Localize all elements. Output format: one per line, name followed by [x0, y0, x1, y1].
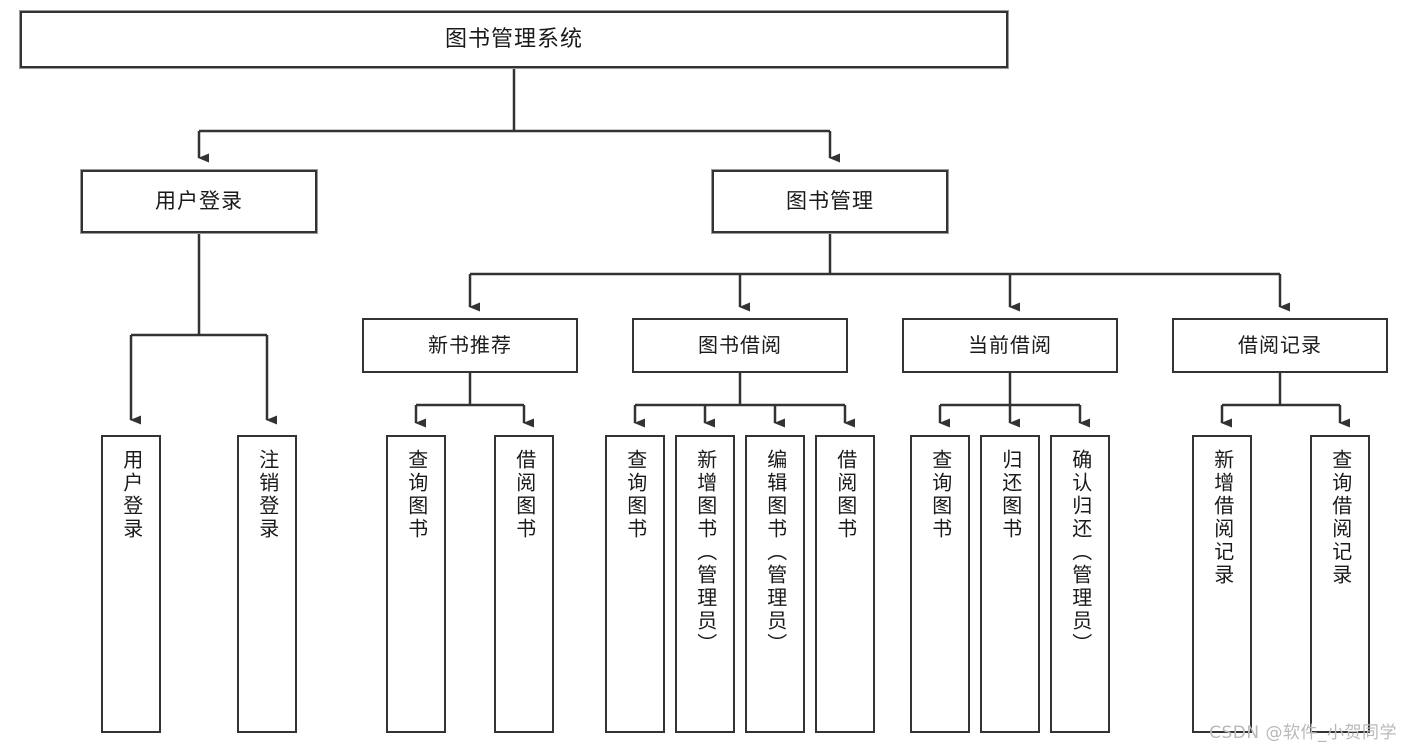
leaf-new-book-borrow-label: 借阅图书	[512, 449, 537, 541]
node-book-management[interactable]: 图书管理	[712, 170, 948, 233]
leaf-new-book-query-label: 查询图书	[404, 449, 429, 541]
leaf-book-borrow-add-label: 新增图书（管理员）	[693, 449, 718, 656]
node-current-borrow[interactable]: 当前借阅	[902, 318, 1118, 373]
leaf-book-borrow-borrow[interactable]: 借阅图书	[815, 435, 875, 733]
leaf-current-borrow-query-label: 查询图书	[928, 449, 953, 541]
csdn-watermark: CSDN @软件_小贺同学	[1209, 723, 1397, 743]
leaf-book-borrow-add[interactable]: 新增图书（管理员）	[675, 435, 735, 733]
leaf-user-login-login-label: 用户登录	[119, 449, 144, 541]
leaf-book-borrow-edit-label: 编辑图书（管理员）	[763, 449, 788, 656]
leaf-current-borrow-confirm-return-label: 确认归还（管理员）	[1068, 449, 1093, 656]
node-root-system[interactable]: 图书管理系统	[20, 11, 1008, 68]
node-borrow-record-label: 借阅记录	[1238, 333, 1322, 357]
leaf-user-login-login[interactable]: 用户登录	[101, 435, 161, 733]
node-borrow-record[interactable]: 借阅记录	[1172, 318, 1388, 373]
leaf-current-borrow-confirm-return[interactable]: 确认归还（管理员）	[1050, 435, 1110, 733]
leaf-borrow-record-add[interactable]: 新增借阅记录	[1192, 435, 1252, 733]
node-book-borrow-label: 图书借阅	[698, 333, 782, 357]
node-book-borrow[interactable]: 图书借阅	[632, 318, 848, 373]
leaf-book-borrow-query-label: 查询图书	[623, 449, 648, 541]
leaf-book-borrow-query[interactable]: 查询图书	[605, 435, 665, 733]
leaf-user-login-logout[interactable]: 注销登录	[237, 435, 297, 733]
leaf-new-book-query[interactable]: 查询图书	[386, 435, 446, 733]
node-user-login-label: 用户登录	[155, 189, 243, 214]
leaf-borrow-record-query[interactable]: 查询借阅记录	[1310, 435, 1370, 733]
node-new-book-recommend[interactable]: 新书推荐	[362, 318, 578, 373]
node-new-book-recommend-label: 新书推荐	[428, 333, 512, 357]
leaf-current-borrow-query[interactable]: 查询图书	[910, 435, 970, 733]
node-book-management-label: 图书管理	[786, 189, 874, 214]
node-root-label: 图书管理系统	[444, 26, 583, 52]
node-user-login[interactable]: 用户登录	[81, 170, 317, 233]
leaf-book-borrow-borrow-label: 借阅图书	[833, 449, 858, 541]
leaf-book-borrow-edit[interactable]: 编辑图书（管理员）	[745, 435, 805, 733]
leaf-borrow-record-add-label: 新增借阅记录	[1210, 449, 1235, 587]
leaf-borrow-record-query-label: 查询借阅记录	[1328, 449, 1353, 587]
leaf-current-borrow-return-label: 归还图书	[998, 449, 1023, 541]
leaf-user-login-logout-label: 注销登录	[255, 449, 280, 541]
node-current-borrow-label: 当前借阅	[968, 333, 1052, 357]
leaf-current-borrow-return[interactable]: 归还图书	[980, 435, 1040, 733]
leaf-new-book-borrow[interactable]: 借阅图书	[494, 435, 554, 733]
